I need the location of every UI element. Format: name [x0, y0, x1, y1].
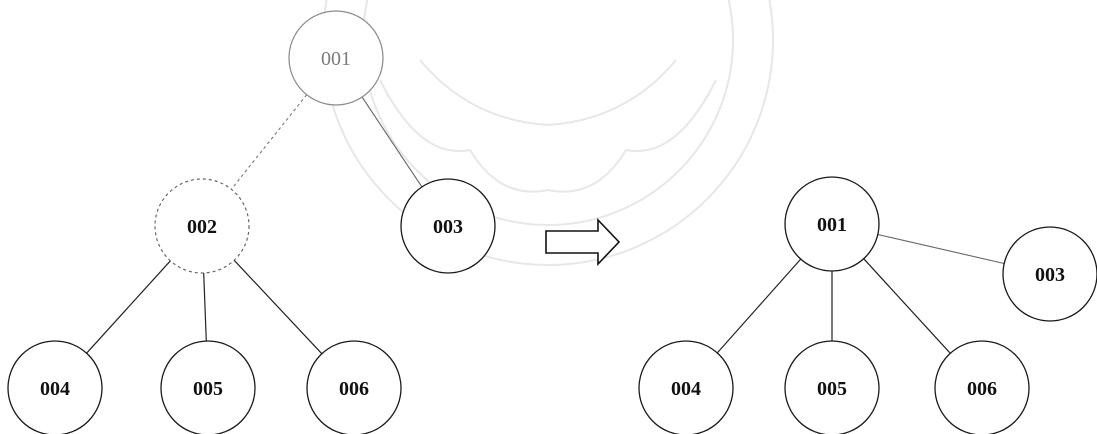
right-node-006-label: 006	[967, 378, 997, 400]
left-node-004: 004	[7, 340, 103, 434]
left-node-006: 006	[306, 340, 402, 434]
left-edge-001-003	[361, 96, 423, 188]
left-node-005: 005	[160, 340, 256, 434]
nodes-layer: 001 002 003 004 005 006 001 003 004 005 006	[7, 10, 1097, 434]
edges-layer	[86, 94, 1005, 355]
left-node-003-label: 003	[433, 216, 463, 238]
left-edge-001-002	[230, 94, 308, 190]
left-node-004-circle	[7, 340, 103, 434]
right-node-004-circle	[638, 340, 734, 434]
right-node-001: 001	[784, 176, 880, 272]
hollow-right-arrow-icon	[545, 218, 621, 266]
left-node-006-circle	[306, 340, 402, 434]
right-node-006: 006	[934, 340, 1030, 434]
left-node-002-circle	[154, 178, 250, 274]
right-node-006-circle	[934, 340, 1030, 434]
right-node-003-label: 003	[1035, 264, 1065, 286]
right-node-001-circle	[784, 176, 880, 272]
left-node-005-circle	[160, 340, 256, 434]
left-node-005-label: 005	[193, 378, 223, 400]
left-edge-002-006	[233, 259, 323, 355]
left-node-006-label: 006	[339, 378, 369, 400]
watermark-seal	[322, 0, 774, 266]
right-node-005: 005	[784, 340, 880, 434]
right-node-005-circle	[784, 340, 880, 434]
transition-arrow	[545, 218, 621, 266]
right-edge-001-006	[863, 258, 951, 354]
left-node-003: 003	[400, 178, 496, 274]
right-node-004-label: 004	[671, 378, 701, 400]
right-node-003: 003	[1002, 226, 1097, 322]
right-node-004: 004	[638, 340, 734, 434]
left-edge-002-005	[203, 272, 207, 342]
right-node-003-circle	[1002, 226, 1097, 322]
right-node-005-label: 005	[817, 378, 847, 400]
left-node-001: 001	[288, 10, 384, 106]
left-node-001-label: 001	[321, 48, 351, 70]
left-node-003-circle	[400, 178, 496, 274]
left-node-004-label: 004	[40, 378, 70, 400]
right-node-001-label: 001	[817, 214, 847, 236]
right-edge-001-004	[716, 258, 802, 354]
right-edge-001-003	[877, 233, 1005, 265]
left-node-002: 002	[154, 178, 250, 274]
left-node-002-label: 002	[187, 216, 217, 238]
left-node-001-circle	[288, 10, 384, 106]
left-edge-002-004	[86, 260, 171, 354]
